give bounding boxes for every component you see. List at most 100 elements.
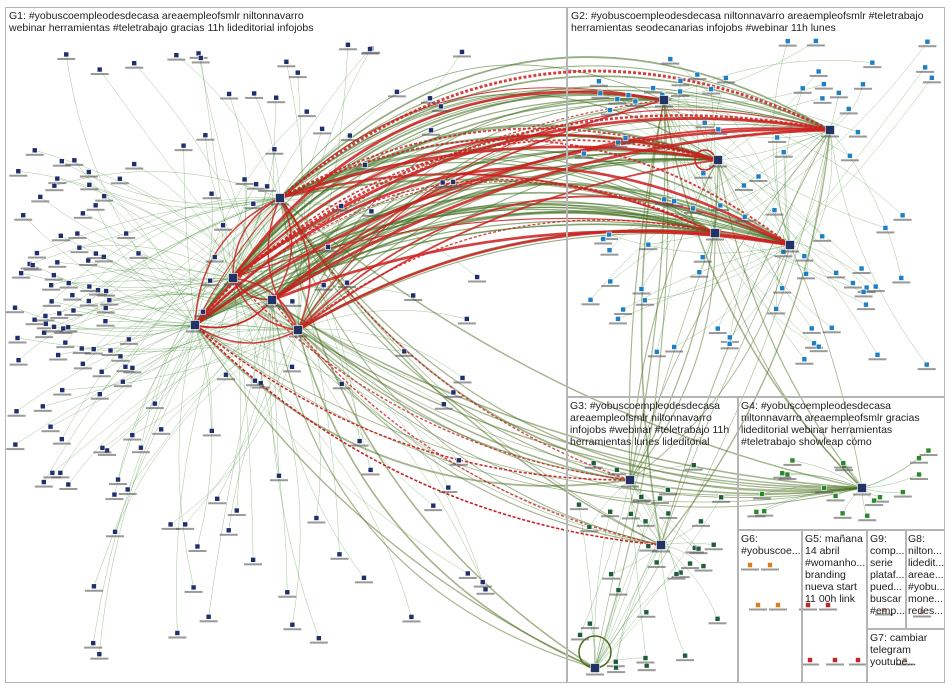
vertex-node bbox=[581, 150, 587, 157]
hub-node bbox=[656, 540, 666, 550]
node-caption-mark bbox=[340, 139, 359, 142]
node-caption-mark bbox=[9, 174, 28, 177]
node-caption-mark bbox=[601, 284, 620, 287]
node-caption-mark bbox=[244, 563, 263, 566]
node-caption-mark bbox=[639, 248, 658, 251]
hub-node bbox=[825, 125, 835, 135]
node-caption-mark bbox=[395, 354, 414, 357]
vertex-node bbox=[427, 95, 433, 102]
group-g4-label: G4: #yobuscoempleodesdecasa niltonnavarr… bbox=[741, 400, 920, 448]
edge-thin bbox=[254, 299, 273, 381]
vertex-node bbox=[97, 391, 103, 398]
vertex-node bbox=[241, 176, 248, 183]
edge-thin bbox=[73, 310, 299, 331]
vertex-node bbox=[14, 335, 21, 341]
node-caption-mark bbox=[116, 370, 135, 373]
vertex-node bbox=[767, 562, 773, 568]
vertex-node bbox=[825, 602, 831, 608]
node-caption-mark bbox=[45, 189, 64, 192]
vertex-node bbox=[779, 285, 785, 291]
edge-cross bbox=[279, 197, 863, 490]
vertex-node bbox=[780, 149, 787, 156]
edge-thin bbox=[60, 235, 299, 331]
node-caption-mark bbox=[188, 549, 207, 552]
node-caption-mark bbox=[813, 239, 832, 242]
edge-cross bbox=[271, 299, 596, 669]
vertex-node bbox=[855, 657, 861, 663]
edge-red bbox=[279, 127, 719, 199]
node-caption-mark bbox=[569, 508, 588, 511]
node-caption-mark bbox=[652, 550, 670, 553]
hub-node bbox=[785, 240, 795, 250]
node-caption-mark bbox=[90, 657, 109, 660]
node-caption-mark bbox=[829, 96, 848, 99]
edge-thin bbox=[720, 129, 831, 206]
edge-thin bbox=[208, 299, 273, 617]
vertex-node bbox=[62, 339, 69, 346]
vertex-node bbox=[111, 491, 118, 498]
vertex-node bbox=[284, 589, 291, 596]
edge-thin bbox=[789, 77, 933, 246]
edge-red bbox=[194, 128, 831, 327]
edge-red bbox=[232, 178, 716, 279]
edge-red bbox=[297, 159, 719, 331]
node-caption-mark bbox=[80, 290, 99, 293]
node-caption-mark bbox=[63, 298, 82, 301]
vertex-node bbox=[925, 447, 932, 454]
edge-thin bbox=[663, 60, 873, 101]
vertex-node bbox=[98, 368, 105, 375]
vertex-node bbox=[29, 262, 36, 268]
edge-thin bbox=[88, 260, 234, 285]
vertex-node bbox=[174, 630, 181, 636]
node-caption-mark bbox=[813, 101, 832, 104]
vertex-node bbox=[784, 38, 791, 44]
node-caption-mark bbox=[34, 485, 53, 488]
edge-thin bbox=[663, 99, 886, 229]
vertex-node bbox=[63, 51, 70, 58]
vertex-node bbox=[12, 441, 19, 448]
hub-node bbox=[625, 475, 635, 485]
node-caption-mark bbox=[201, 284, 220, 287]
edge-thin bbox=[95, 205, 196, 326]
hub-node bbox=[293, 325, 303, 335]
group-g4-box bbox=[738, 397, 945, 530]
edge-thin bbox=[51, 301, 196, 326]
edge-thin bbox=[63, 324, 196, 330]
node-caption-mark bbox=[708, 622, 727, 625]
node-caption-mark bbox=[224, 283, 242, 286]
node-caption-mark bbox=[609, 146, 628, 149]
node-caption-mark bbox=[309, 641, 328, 644]
node-caption-mark bbox=[632, 500, 651, 503]
vertex-node bbox=[586, 523, 593, 530]
node-caption-mark bbox=[848, 135, 867, 138]
edge-cross bbox=[279, 197, 662, 546]
node-caption-mark bbox=[453, 55, 472, 58]
node-caption-mark bbox=[53, 393, 72, 396]
node-caption-mark bbox=[608, 102, 627, 105]
vertex-node bbox=[632, 98, 639, 105]
edge-thin bbox=[16, 299, 273, 412]
edge-thin bbox=[43, 197, 281, 483]
node-caption-mark bbox=[918, 45, 937, 48]
vertex-node bbox=[620, 306, 626, 313]
node-caption-mark bbox=[72, 351, 91, 354]
edge-thin bbox=[65, 197, 281, 343]
edge-red bbox=[194, 324, 631, 481]
node-caption-mark bbox=[269, 479, 288, 482]
vertex-node bbox=[47, 423, 54, 430]
vertex-node bbox=[900, 489, 906, 495]
vertex-node bbox=[394, 89, 400, 95]
vertex-node bbox=[628, 511, 634, 517]
edge-thin bbox=[590, 129, 831, 301]
node-caption-mark bbox=[361, 473, 380, 476]
node-caption-mark bbox=[84, 646, 103, 649]
edge-thin bbox=[717, 159, 878, 355]
vertex-node bbox=[42, 313, 49, 319]
vertex-node bbox=[102, 318, 109, 324]
node-caption-mark bbox=[893, 495, 912, 498]
node-caption-mark bbox=[431, 109, 450, 112]
vertex-node bbox=[807, 657, 813, 663]
node-caption-mark bbox=[84, 589, 103, 592]
vertex-node bbox=[344, 279, 350, 286]
node-caption-mark bbox=[12, 276, 31, 279]
